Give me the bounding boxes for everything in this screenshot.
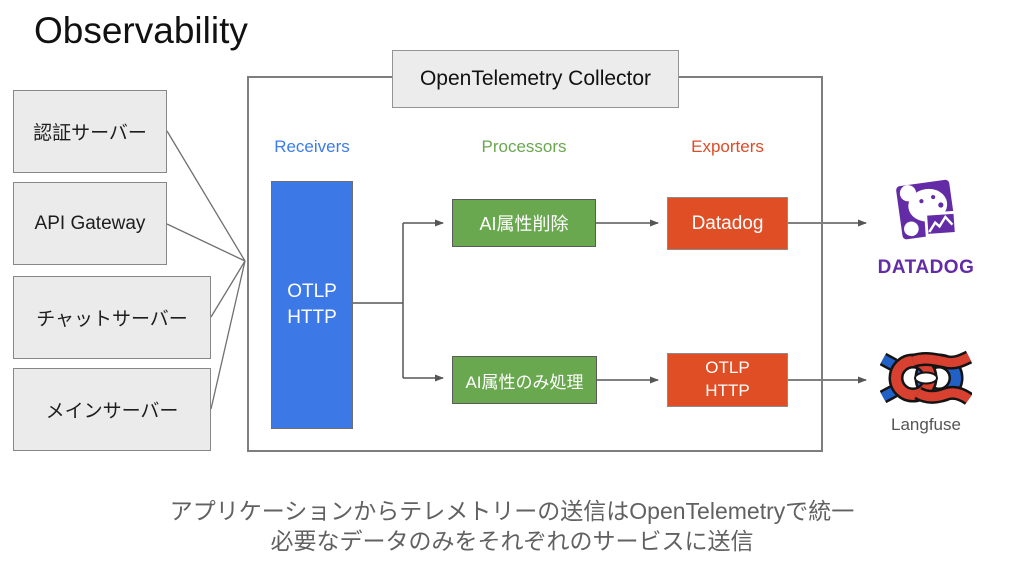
exporter-box-label: Datadog (691, 212, 764, 234)
caption-line-2: 必要なデータのみをそれぞれのサービスに送信 (270, 528, 754, 554)
langfuse-caption: Langfuse (891, 415, 961, 434)
source-box-main-server: メインサーバー (13, 368, 211, 451)
processor-box-label: AI属性のみ処理 (465, 372, 584, 392)
source-box-auth-server: 認証サーバー (13, 90, 167, 173)
source-label: メインサーバー (45, 401, 179, 422)
source-label: 認証サーバー (33, 123, 147, 144)
destination-langfuse: Langfuse (876, 348, 976, 435)
collector-title: OpenTelemetry Collector (392, 50, 679, 108)
page-title: Observability (34, 10, 248, 51)
langfuse-logo-icon (879, 350, 974, 405)
exporter-box-line2: HTTP (705, 381, 750, 400)
destination-datadog: DATADOG (874, 173, 978, 279)
collector-title-label: OpenTelemetry Collector (419, 67, 652, 90)
source-box-api-gateway: API Gateway (13, 182, 167, 265)
caption-line-1: アプリケーションからテレメトリーの送信はOpenTelemetryで統一 (169, 498, 855, 524)
source-label: API Gateway (34, 212, 146, 234)
column-heading-exporters: Exporters (691, 137, 764, 156)
datadog-logo-icon (896, 179, 958, 240)
processor-box-ai-attrs-only: AI属性のみ処理 (452, 356, 597, 404)
receiver-box-line2: HTTP (287, 307, 337, 328)
processor-box-remove-ai-attrs: AI属性削除 (452, 199, 596, 247)
processor-box-label: AI属性削除 (479, 214, 569, 234)
column-heading-receivers: Receivers (274, 137, 350, 156)
source-label: チャットサーバー (36, 309, 188, 330)
exporter-box-otlp-http: OTLP HTTP (667, 353, 788, 407)
exporter-box-line1: OTLP (705, 358, 750, 378)
receiver-box-otlp-http: OTLP HTTP (271, 181, 353, 429)
exporter-box-datadog: Datadog (667, 197, 788, 250)
receiver-box-line1: OTLP (287, 281, 337, 303)
datadog-wordmark: DATADOG (877, 257, 975, 278)
source-box-chat-server: チャットサーバー (13, 276, 211, 359)
column-heading-processors: Processors (481, 137, 567, 156)
